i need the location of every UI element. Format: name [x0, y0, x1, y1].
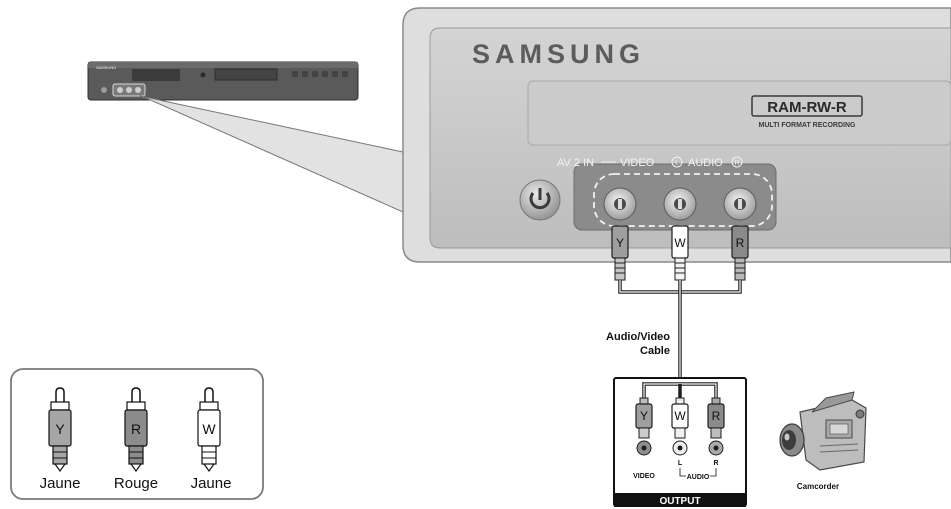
- legend-name-y: Jaune: [40, 475, 81, 492]
- zoom-beam: [139, 95, 404, 213]
- output-label-audio: AUDIO: [687, 474, 710, 481]
- mini-recorder-top: [88, 62, 358, 68]
- input-label-l: L: [675, 160, 679, 167]
- mini-recorder-jack: [135, 87, 141, 93]
- camcorder-icon: [779, 391, 867, 471]
- output-plug-r-letter: R: [712, 409, 721, 423]
- format-logo: RAM-RW-R: [767, 99, 847, 116]
- output-plug-w: W: [671, 397, 689, 456]
- output-title-bar: [614, 493, 746, 507]
- mini-recorder-key: [292, 71, 298, 77]
- camcorder-label: Camcorder: [797, 482, 839, 491]
- format-logo-box: [751, 95, 863, 117]
- mini-recorder-display: [132, 69, 180, 81]
- mini-recorder-key: [342, 71, 348, 77]
- top-plug-r: R: [731, 225, 749, 281]
- output-plug-w-letter: W: [674, 409, 686, 423]
- top-plug-y-letter: Y: [616, 236, 624, 250]
- top-plug-w-letter: W: [674, 236, 686, 250]
- audio-l-marker: [671, 156, 683, 168]
- legend-plug-w: W: [197, 387, 221, 473]
- mini-recorder-jack: [117, 87, 123, 93]
- audio-r-marker: [731, 156, 743, 168]
- mini-recorder-power: [101, 87, 107, 93]
- mini-recorder-key: [312, 71, 318, 77]
- top-plug-y: Y: [611, 225, 629, 281]
- output-label-video: VIDEO: [633, 473, 655, 480]
- mini-recorder: SAMSUNG: [87, 61, 359, 101]
- input-label-audio: AUDIO: [688, 157, 723, 169]
- top-plug-w: W: [671, 225, 689, 281]
- input-label-av: AV 2 IN: [557, 157, 594, 169]
- input-label-video: VIDEO: [620, 157, 655, 169]
- mini-recorder-jack: [126, 87, 132, 93]
- cable-label-line1: Audio/Video: [606, 331, 670, 343]
- mini-recorder-tray: [214, 68, 278, 81]
- power-icon: [529, 188, 551, 210]
- output-box: OUTPUT Y W R VI: [613, 377, 747, 507]
- legend-name-w: Jaune: [191, 475, 232, 492]
- input-label-r: R: [734, 160, 739, 167]
- plug-color-legend: Y Jaune R Rouge W Jaune: [10, 368, 264, 500]
- cable-label-line2: Cable: [640, 345, 670, 357]
- legend-letter-r: R: [131, 421, 141, 437]
- legend-letter-y: Y: [55, 421, 65, 437]
- mini-recorder-brand: SAMSUNG: [96, 65, 116, 70]
- jack-video[interactable]: [603, 187, 637, 221]
- mini-recorder-key: [332, 71, 338, 77]
- format-logo-sub: MULTI FORMAT RECORDING: [759, 122, 857, 129]
- output-plug-y: Y: [635, 397, 653, 456]
- output-audio-bracket: [679, 468, 717, 477]
- legend-plug-y: Y: [48, 387, 72, 473]
- mini-recorder-button: [200, 72, 206, 78]
- disc-tray: [527, 80, 951, 146]
- front-panel: SAMSUNG RAM-RW-R MULTI FORMAT RECORDING …: [402, 7, 951, 263]
- output-title: OUTPUT: [659, 496, 700, 507]
- legend-letter-w: W: [202, 421, 216, 437]
- legend-name-r: Rouge: [114, 475, 158, 492]
- output-plug-y-letter: Y: [640, 409, 648, 423]
- jack-audio-right[interactable]: [723, 187, 757, 221]
- output-plug-r: R: [707, 397, 725, 456]
- mini-recorder-key: [302, 71, 308, 77]
- av-cable: [618, 280, 742, 384]
- output-label-r: R: [713, 460, 718, 467]
- legend-plug-r: R: [124, 387, 148, 473]
- top-plug-r-letter: R: [736, 236, 745, 250]
- jack-audio-left[interactable]: [663, 187, 697, 221]
- mini-recorder-key: [322, 71, 328, 77]
- panel-brand: SAMSUNG: [472, 39, 645, 69]
- output-label-l: L: [678, 460, 683, 467]
